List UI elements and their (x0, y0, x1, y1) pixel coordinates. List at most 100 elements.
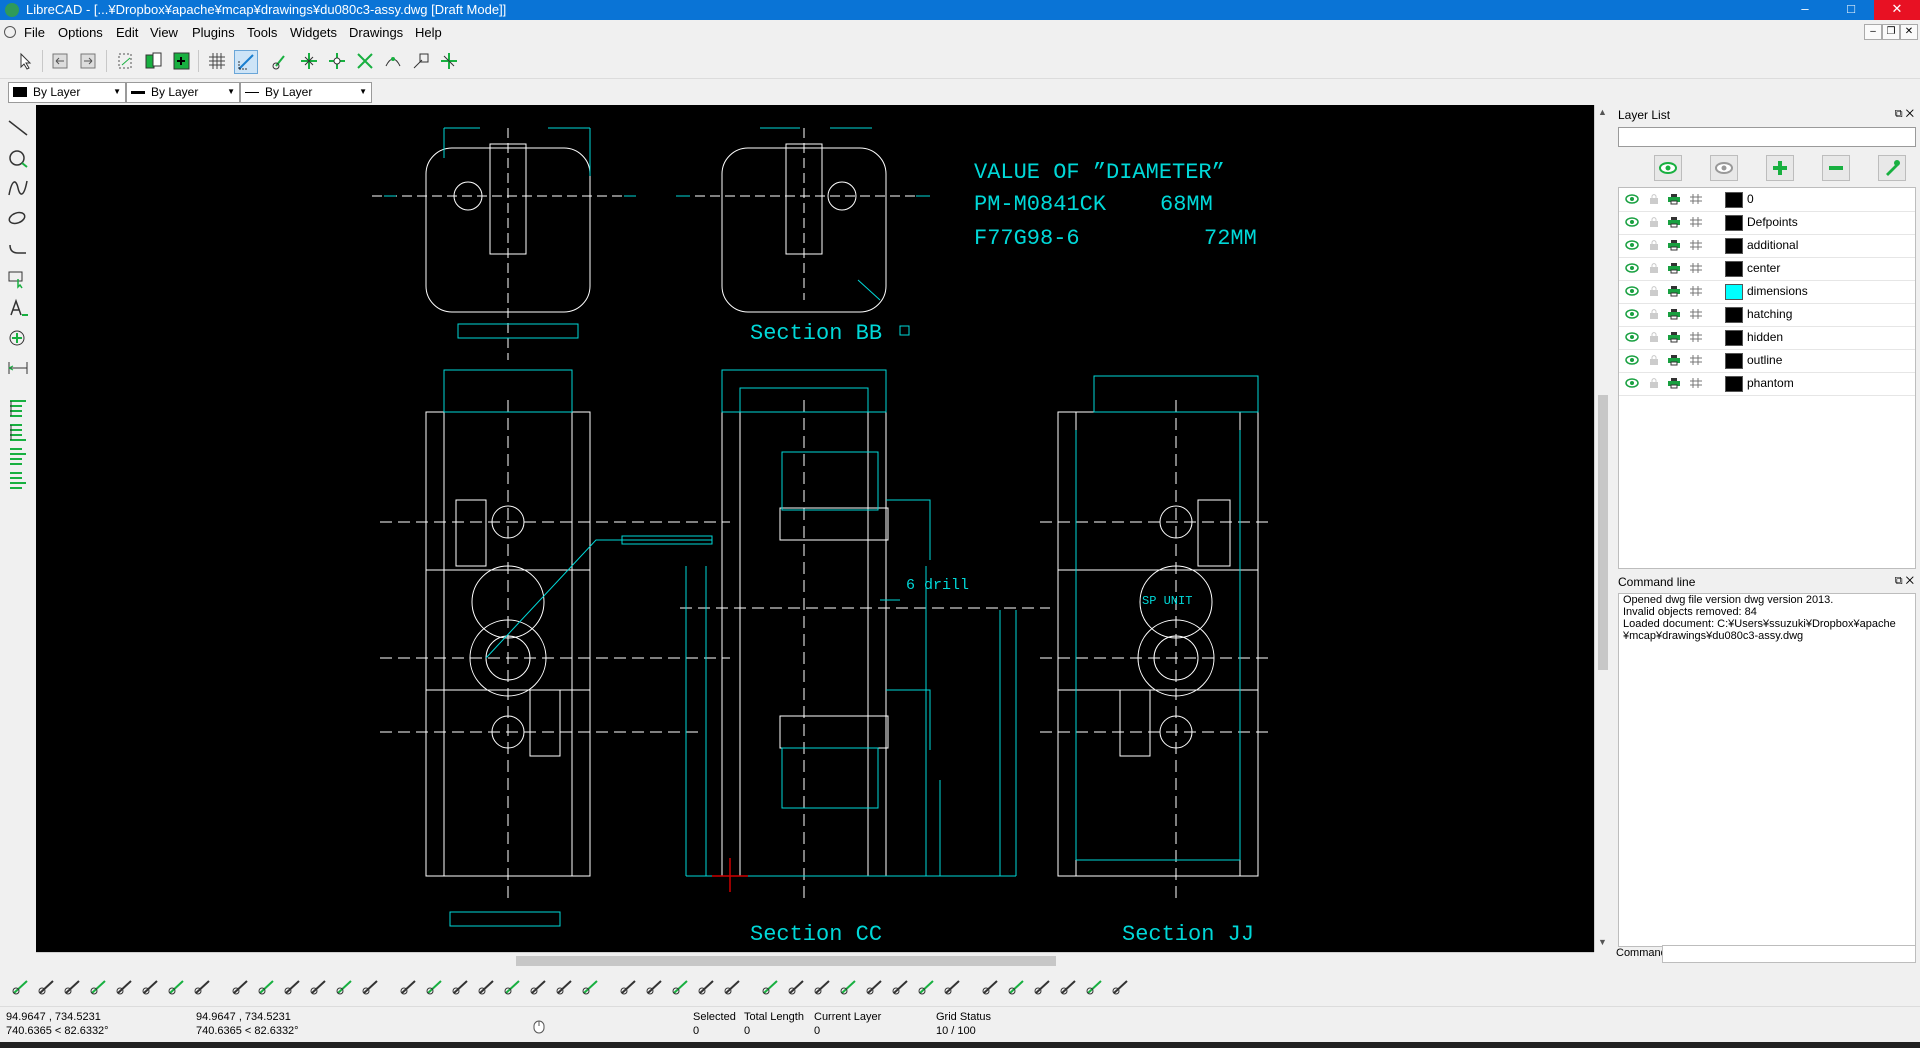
visible-eye-icon[interactable] (1625, 354, 1639, 366)
dim-aligned-icon[interactable] (398, 976, 420, 998)
layer-color-swatch[interactable] (1725, 284, 1743, 300)
redo-icon[interactable] (78, 50, 100, 72)
snap-center-icon[interactable] (114, 976, 136, 998)
info-total-length-icon[interactable] (670, 976, 692, 998)
panel-float-close-icon[interactable]: ⧉ ✕ (1894, 575, 1914, 587)
info-angle-icon[interactable] (644, 976, 666, 998)
snap-intersection-icon[interactable] (438, 50, 460, 72)
visible-eye-icon[interactable] (1625, 193, 1639, 205)
layer-order-down-icon[interactable] (6, 421, 30, 443)
modify-mirror-icon[interactable] (838, 976, 860, 998)
document-menu-icon[interactable] (4, 26, 16, 38)
menu-drawings[interactable]: Drawings (349, 25, 404, 40)
lock-icon[interactable] (1647, 354, 1661, 366)
show-all-layers-icon[interactable] (1654, 155, 1682, 181)
layer-row[interactable]: additional (1619, 234, 1915, 258)
modify-explode-icon[interactable] (916, 976, 938, 998)
visible-eye-icon[interactable] (1625, 216, 1639, 228)
modify-offset-icon[interactable] (890, 976, 912, 998)
add-layer-icon[interactable] (1766, 155, 1794, 181)
menu-view[interactable]: View (150, 25, 178, 40)
paste-icon[interactable] (170, 50, 192, 72)
edit-layer-icon[interactable] (1878, 155, 1906, 181)
minimize-button[interactable]: – (1801, 1, 1809, 16)
visible-eye-icon[interactable] (1625, 285, 1639, 297)
print-icon[interactable] (1667, 354, 1681, 366)
layer-color-swatch[interactable] (1725, 238, 1743, 254)
lock-icon[interactable] (1647, 262, 1661, 274)
block-remove-icon[interactable] (1110, 976, 1132, 998)
pen-color-select[interactable]: By Layer▼ (8, 82, 126, 103)
copy-icon[interactable] (142, 50, 164, 72)
snap-onentity-icon[interactable] (88, 976, 110, 998)
snap-grid-icon[interactable] (298, 50, 320, 72)
layer-color-swatch[interactable] (1725, 353, 1743, 369)
info-distance-icon[interactable] (618, 976, 640, 998)
maximize-button[interactable]: □ (1847, 1, 1855, 16)
visible-eye-icon[interactable] (1625, 377, 1639, 389)
restrict-orthogonal-icon[interactable] (256, 976, 278, 998)
visible-eye-icon[interactable] (1625, 308, 1639, 320)
lock-icon[interactable] (1647, 193, 1661, 205)
command-input[interactable] (1662, 945, 1916, 963)
scroll-up-icon[interactable]: ▲ (1598, 107, 1607, 117)
info-inside-icon[interactable] (722, 976, 744, 998)
dim-leader-icon[interactable] (580, 976, 602, 998)
close-button[interactable]: ✕ (1874, 0, 1920, 20)
vertical-scrollbar[interactable]: ▲ ▼ (1594, 105, 1611, 952)
dim-vertical-icon[interactable] (476, 976, 498, 998)
layer-row[interactable]: 0 (1619, 188, 1915, 212)
modify-rotate-icon[interactable] (786, 976, 808, 998)
print-icon[interactable] (1667, 331, 1681, 343)
menu-file[interactable]: File (24, 25, 45, 40)
mdi-close-button[interactable]: ✕ (1900, 24, 1918, 40)
layer-filter-input[interactable] (1618, 127, 1916, 147)
horizontal-scroll-thumb[interactable] (516, 956, 1056, 966)
mdi-restore-button[interactable]: ❐ (1882, 24, 1900, 40)
lock-relative-zero-icon[interactable] (360, 976, 382, 998)
menu-widgets[interactable]: Widgets (290, 25, 337, 40)
scroll-down-icon[interactable]: ▼ (1598, 937, 1607, 947)
print-icon[interactable] (1667, 239, 1681, 251)
hide-all-layers-icon[interactable] (1710, 155, 1738, 181)
vertical-scroll-thumb[interactable] (1598, 395, 1608, 670)
modify-tool-icon[interactable] (6, 327, 30, 349)
layer-color-swatch[interactable] (1725, 192, 1743, 208)
circle-tool-icon[interactable] (6, 147, 30, 169)
dim-linear-icon[interactable] (424, 976, 446, 998)
construction-hash-icon[interactable] (1689, 239, 1703, 251)
undo-icon[interactable] (50, 50, 72, 72)
dim-radial-icon[interactable] (502, 976, 524, 998)
dim-horizontal-icon[interactable] (450, 976, 472, 998)
lock-icon[interactable] (1647, 285, 1661, 297)
cut-icon[interactable] (114, 50, 136, 72)
snap-middle-icon[interactable] (382, 50, 404, 72)
menu-plugins[interactable]: Plugins (192, 25, 235, 40)
restrict-vertical-icon[interactable] (308, 976, 330, 998)
construction-hash-icon[interactable] (1689, 216, 1703, 228)
ellipse-tool-icon[interactable] (6, 207, 30, 229)
relative-zero-icon[interactable] (334, 976, 356, 998)
layer-color-swatch[interactable] (1725, 376, 1743, 392)
print-icon[interactable] (1667, 262, 1681, 274)
select-tool-icon[interactable] (6, 267, 30, 289)
snap-intersection-icon[interactable] (192, 976, 214, 998)
menu-tools[interactable]: Tools (247, 25, 278, 40)
pen-linetype-select[interactable]: By Layer▼ (240, 82, 372, 103)
snap-endpoint-icon[interactable] (326, 50, 348, 72)
remove-layer-icon[interactable] (1822, 155, 1850, 181)
snap-free-icon[interactable] (10, 976, 32, 998)
modify-scale-icon[interactable] (812, 976, 834, 998)
print-icon[interactable] (1667, 308, 1681, 320)
info-area-icon[interactable] (696, 976, 718, 998)
print-icon[interactable] (1667, 193, 1681, 205)
text-tool-icon[interactable] (6, 297, 30, 319)
visible-eye-icon[interactable] (1625, 331, 1639, 343)
modify-move-icon[interactable] (760, 976, 782, 998)
construction-hash-icon[interactable] (1689, 354, 1703, 366)
snap-endpoint-icon[interactable] (62, 976, 84, 998)
block-insert-icon[interactable] (980, 976, 1002, 998)
block-edit-icon[interactable] (1032, 976, 1054, 998)
construction-hash-icon[interactable] (1689, 285, 1703, 297)
construction-hash-icon[interactable] (1689, 262, 1703, 274)
